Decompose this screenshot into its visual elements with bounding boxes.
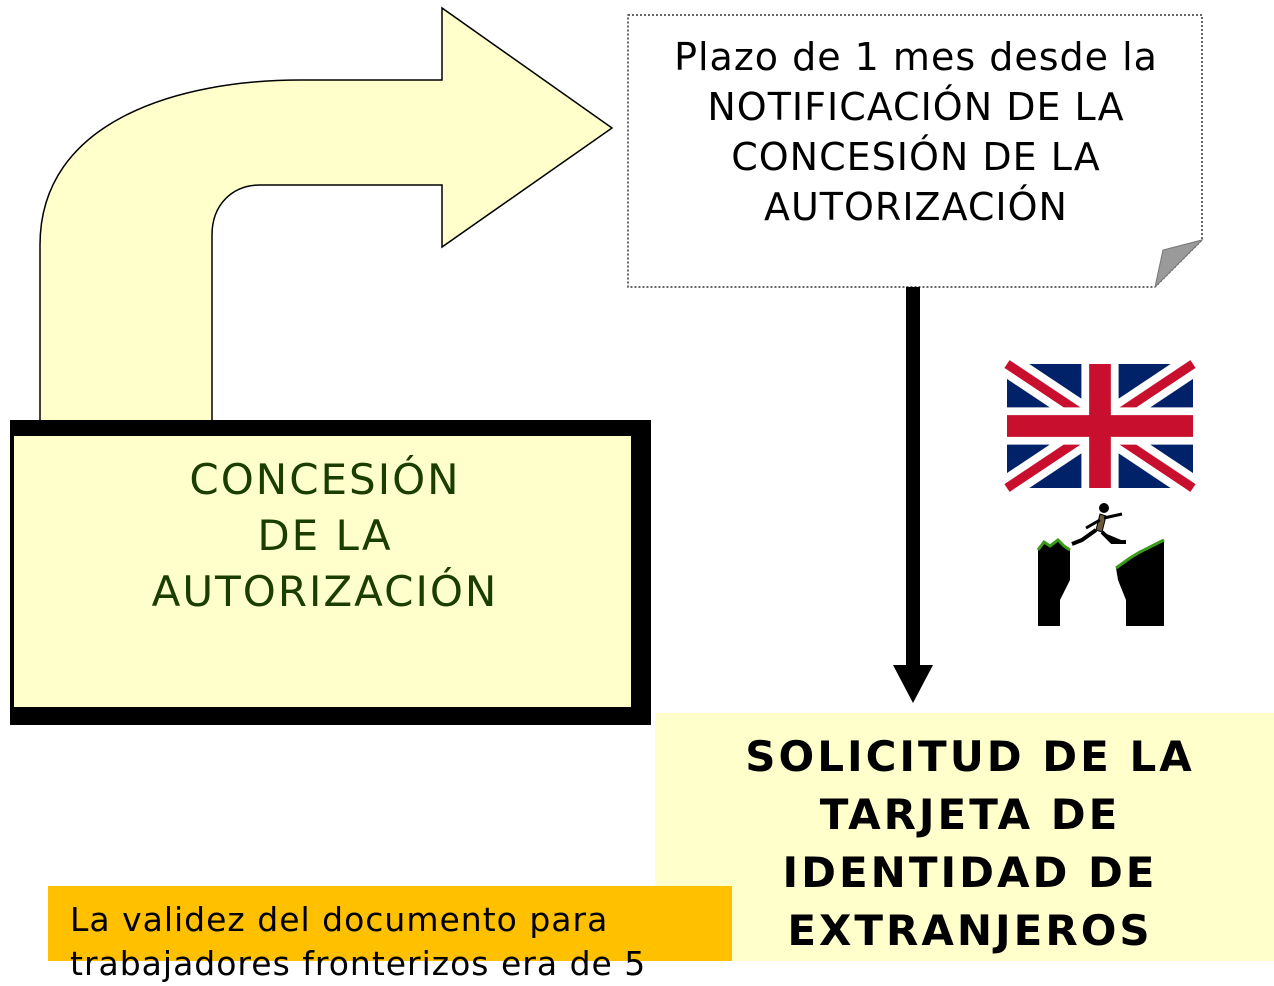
validez-text: La validez del documento para trabajador… [70,898,730,986]
curved-arrow-shape [39,6,614,431]
leap-across-gap-icon [1036,503,1165,626]
concesion-line-3: AUTORIZACIÓN [151,567,499,616]
note-text: Plazo de 1 mes desde la NOTIFICACIÓN DE … [630,32,1202,232]
concesion-line-1: CONCESIÓN [189,455,461,504]
note-fold-corner [1154,239,1204,289]
solicitud-line-3: IDENTIDAD DE [782,848,1158,897]
solicitud-line-4: EXTRANJEROS [787,906,1153,955]
note-box [627,14,1204,289]
note-line-2: NOTIFICACIÓN DE LA [707,85,1125,129]
validez-line-2: trabajadores fronterizos era de 5 [70,944,647,983]
note-line-3: CONCESIÓN DE LA [731,135,1101,179]
down-arrow [893,287,933,703]
note-line-4: AUTORIZACIÓN [764,185,1068,229]
curved-arrow [39,6,614,431]
solicitud-line-2: TARJETA DE [819,790,1121,839]
uk-flag-icon [1000,353,1200,499]
solicitud-text: SOLICITUD DE LA TARJETA DE IDENTIDAD DE … [690,728,1250,960]
validez-box: La validez del documento para trabajador… [48,886,732,983]
validez-line-1: La validez del documento para [70,900,609,939]
concesion-box [10,420,651,725]
solicitud-box [655,713,1274,961]
solicitud-line-1: SOLICITUD DE LA [745,732,1195,781]
concesion-text: CONCESIÓN DE LA AUTORIZACIÓN [10,452,640,620]
note-line-1: Plazo de 1 mes desde la [674,35,1158,79]
concesion-line-2: DE LA [257,511,393,560]
